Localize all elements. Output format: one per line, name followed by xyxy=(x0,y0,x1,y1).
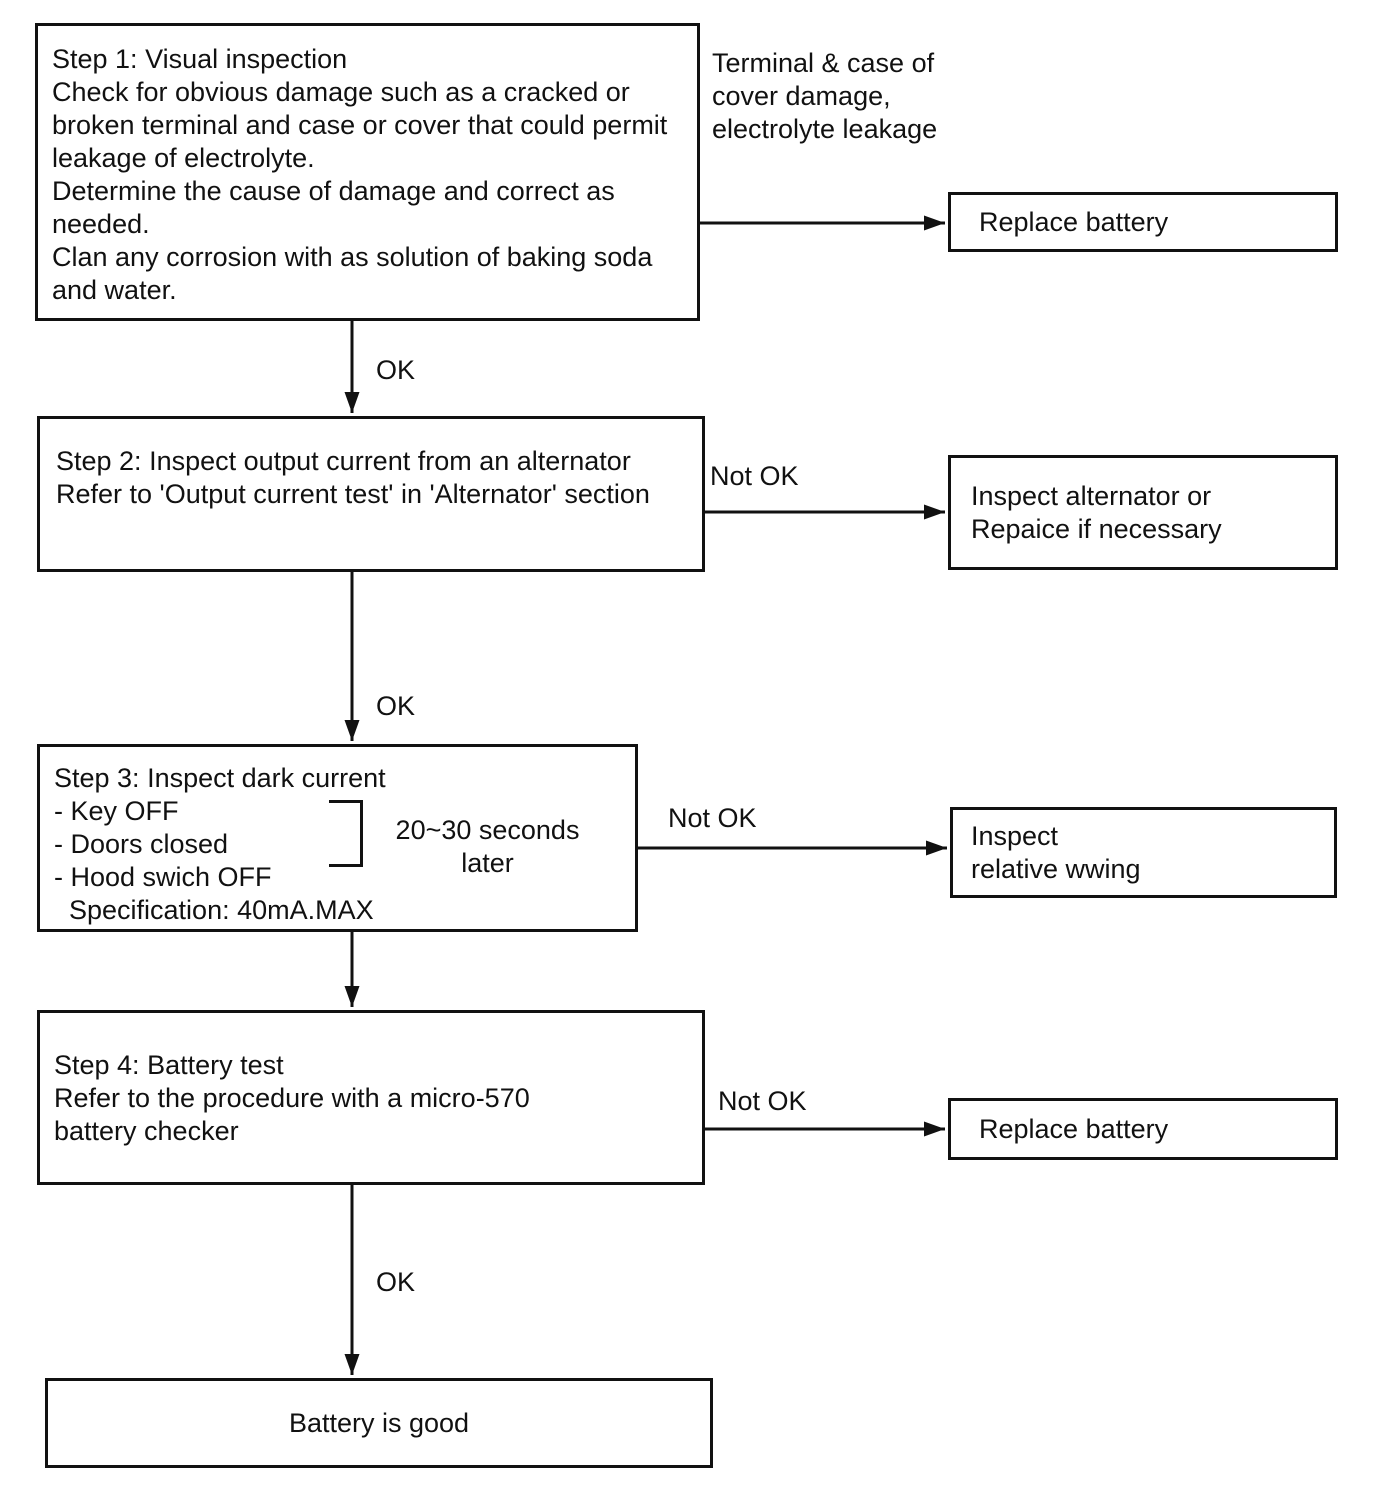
timing-note: 20~30 seconds later xyxy=(395,815,580,878)
label-not-ok-3: Not OK xyxy=(718,1086,807,1116)
node-replace-battery-bottom: Replace battery xyxy=(948,1098,1338,1160)
node-inspect-wiring: Inspect relative wwing xyxy=(950,807,1337,898)
node-inspect-wiring-text: Inspect relative wwing xyxy=(971,820,1141,884)
node-step2-text: Step 2: Inspect output current from an a… xyxy=(56,446,650,509)
node-battery-good: Battery is good xyxy=(45,1378,713,1468)
timing-bracket xyxy=(329,800,363,867)
node-step1: Step 1: Visual inspection Check for obvi… xyxy=(35,23,700,321)
node-step3: Step 3: Inspect dark current - Key OFF -… xyxy=(37,744,638,932)
node-step1-text: Step 1: Visual inspection Check for obvi… xyxy=(52,44,668,305)
label-terminal-damage-note: Terminal & case of cover damage, electro… xyxy=(712,48,938,144)
node-step3-text: Step 3: Inspect dark current - Key OFF -… xyxy=(54,763,386,925)
label-not-ok-1: Not OK xyxy=(710,461,799,491)
node-inspect-alternator-text: Inspect alternator or Repaice if necessa… xyxy=(971,480,1222,544)
label-ok-2: OK xyxy=(376,691,416,721)
label-ok-3: OK xyxy=(376,1267,416,1297)
node-step4: Step 4: Battery test Refer to the proced… xyxy=(37,1010,705,1185)
node-replace-battery-top: Replace battery xyxy=(948,192,1338,252)
node-inspect-alternator: Inspect alternator or Repaice if necessa… xyxy=(948,455,1338,570)
node-replace-battery-top-text: Replace battery xyxy=(979,206,1169,237)
label-ok-1: OK xyxy=(376,355,416,385)
node-replace-battery-bottom-text: Replace battery xyxy=(979,1113,1169,1144)
node-step2: Step 2: Inspect output current from an a… xyxy=(37,416,705,572)
node-battery-good-text: Battery is good xyxy=(288,1407,470,1438)
label-not-ok-2: Not OK xyxy=(668,803,757,833)
node-step4-text: Step 4: Battery test Refer to the proced… xyxy=(54,1050,530,1146)
